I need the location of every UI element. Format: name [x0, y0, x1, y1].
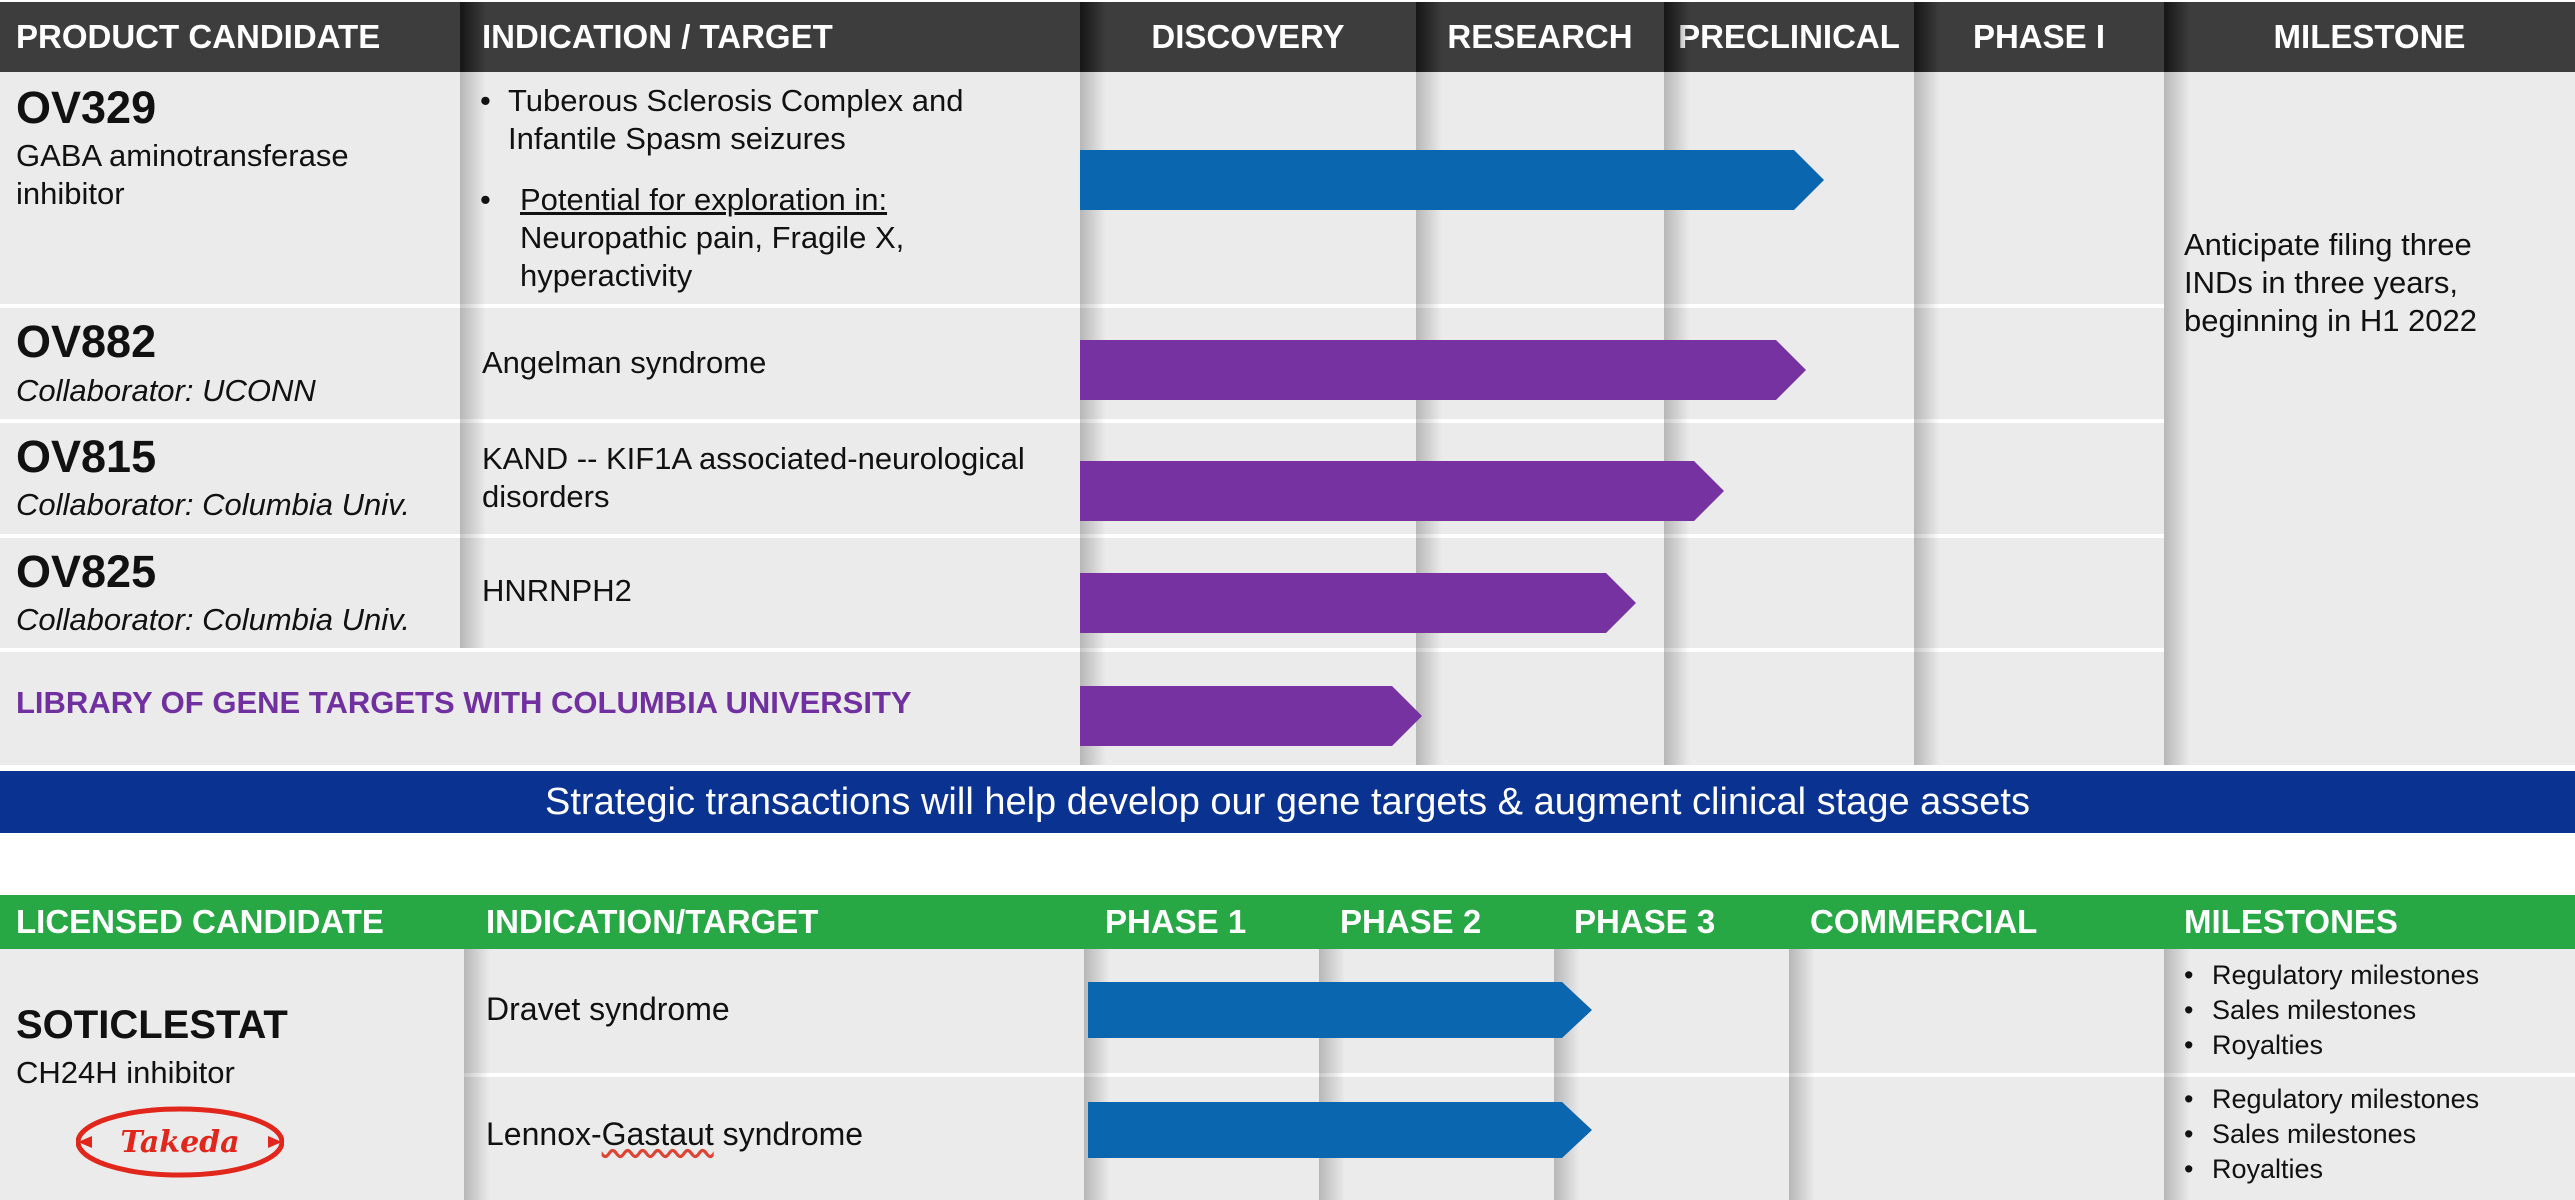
indication-text: HNRNPH2	[482, 573, 632, 608]
progress-arrow-ov329	[1080, 150, 1824, 210]
header-milestones: MILESTONES	[2184, 903, 2398, 940]
row-separator	[0, 304, 2164, 308]
candidate-name-ov329: OV329	[16, 82, 157, 133]
row-separator	[0, 419, 2164, 423]
header-phase-3: PHASE 3	[1574, 903, 1716, 940]
takeda-logo: Takeda	[75, 1106, 285, 1183]
column-divider	[1789, 949, 1815, 1200]
svg-text:Takeda: Takeda	[120, 1125, 239, 1160]
milestone-item: Royalties	[2184, 1028, 2479, 1063]
indication-text-part: Lennox-	[486, 1116, 602, 1152]
progress-arrow-lennox-gastaut	[1088, 1102, 1592, 1158]
header-divider	[460, 2, 486, 72]
bullet-icon: •	[480, 182, 491, 217]
column-divider	[460, 72, 486, 648]
column-divider	[464, 949, 490, 1200]
header-preclinical: PRECLINICAL	[1678, 18, 1900, 55]
milestone-item: Regulatory milestones	[2184, 958, 2479, 993]
candidate-name-ov815: OV815	[16, 431, 157, 482]
candidate-description: inhibitor	[16, 176, 125, 211]
header-milestone: MILESTONE	[2273, 18, 2466, 55]
milestone-line: INDs in three years,	[2184, 265, 2458, 300]
licensed-table-header: LICENSED CANDIDATE INDICATION/TARGET PHA…	[0, 895, 2575, 949]
indication-text: Lennox-Gastaut syndrome	[486, 1115, 863, 1153]
indication-text: disorders	[482, 479, 610, 514]
pipeline-table-header: PRODUCT CANDIDATE INDICATION / TARGET DI…	[0, 2, 2575, 72]
milestones-list: Regulatory milestones Sales milestones R…	[2184, 1082, 2479, 1187]
progress-arrow-ov882	[1080, 340, 1806, 400]
indication-text: KAND -- KIF1A associated-neurological	[482, 441, 1025, 476]
indication-text-part: syndrome	[713, 1116, 864, 1152]
header-divider	[1914, 2, 1940, 72]
header-divider	[2164, 2, 2190, 72]
collaborator-label: Collaborator: Columbia Univ.	[16, 602, 410, 637]
progress-arrow-ov825	[1080, 573, 1636, 633]
milestone-item: Regulatory milestones	[2184, 1082, 2479, 1117]
milestone-item: Sales milestones	[2184, 993, 2479, 1028]
milestone-item: Royalties	[2184, 1152, 2479, 1187]
indication-text: hyperactivity	[520, 258, 693, 293]
row-separator	[0, 648, 2164, 652]
header-product-candidate: PRODUCT CANDIDATE	[16, 18, 381, 55]
milestones-list: Regulatory milestones Sales milestones R…	[2184, 958, 2479, 1063]
column-divider	[2164, 72, 2190, 765]
milestone-line: Anticipate filing three	[2184, 227, 2472, 262]
candidate-name-ov825: OV825	[16, 546, 157, 597]
header-phase-1: PHASE I	[1972, 18, 2106, 55]
milestone-line: beginning in H1 2022	[2184, 303, 2478, 338]
indication-text: Dravet syndrome	[486, 991, 730, 1027]
header-licensed-candidate: LICENSED CANDIDATE	[16, 903, 384, 940]
milestone-item: Sales milestones	[2184, 1117, 2479, 1152]
progress-arrow-ov815	[1080, 461, 1724, 521]
header-divider	[1664, 2, 1690, 72]
header-phase-1: PHASE 1	[1105, 903, 1247, 940]
indication-heading: Potential for exploration in:	[520, 182, 888, 217]
header-phase-2: PHASE 2	[1340, 903, 1482, 940]
strategy-banner: Strategic transactions will help develop…	[0, 771, 2575, 833]
bullet-icon: •	[480, 83, 491, 118]
header-indication-target: INDICATION/TARGET	[486, 903, 819, 940]
candidate-name-ov882: OV882	[16, 316, 157, 367]
header-commercial: COMMERCIAL	[1810, 903, 2038, 940]
indication-text: Tuberous Sclerosis Complex and	[508, 83, 964, 118]
candidate-name-soticlestat: SOTICLESTAT	[16, 1003, 288, 1047]
indication-text: Infantile Spasm seizures	[508, 121, 846, 156]
row-separator	[0, 534, 2164, 538]
indication-text-part: Gastaut	[601, 1116, 714, 1152]
candidate-description: CH24H inhibitor	[16, 1055, 235, 1090]
progress-arrow-library	[1080, 686, 1422, 746]
milestone-note: Anticipate filing three INDs in three ye…	[2184, 226, 2564, 340]
header-discovery: DISCOVERY	[1151, 18, 1345, 55]
indication-text: Neuropathic pain, Fragile X,	[520, 220, 905, 255]
column-divider	[1914, 72, 1940, 765]
library-gene-targets-label: LIBRARY OF GENE TARGETS WITH COLUMBIA UN…	[16, 685, 912, 720]
header-divider	[1080, 2, 1106, 72]
header-divider	[1416, 2, 1442, 72]
header-indication-target: INDICATION / TARGET	[482, 18, 833, 55]
header-research: RESEARCH	[1447, 18, 1633, 55]
progress-arrow-dravet	[1088, 982, 1592, 1038]
row-separator	[464, 1073, 2575, 1077]
collaborator-label: Collaborator: Columbia Univ.	[16, 487, 410, 522]
collaborator-label: Collaborator: UCONN	[16, 373, 316, 408]
candidate-description: GABA aminotransferase	[16, 138, 349, 173]
indication-text: Angelman syndrome	[482, 345, 767, 380]
